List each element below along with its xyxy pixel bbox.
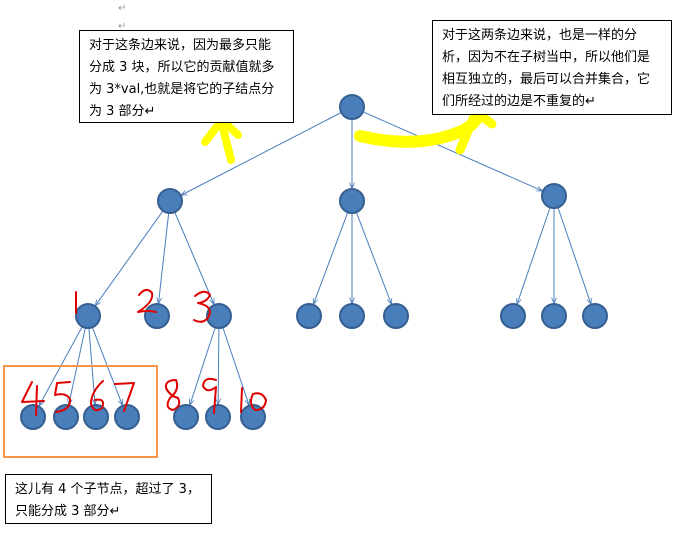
- tree-edge: [355, 212, 391, 304]
- tree-node-a: [157, 188, 183, 214]
- handwritten-number-6: [90, 380, 105, 412]
- handwritten-number-8: [164, 379, 181, 411]
- edge-layer: [39, 111, 591, 406]
- highlight-arrow-right: [455, 107, 497, 155]
- node-layer: [20, 94, 608, 430]
- handwritten-number-4: [21, 381, 45, 416]
- yellow-highlight-marks: [201, 102, 497, 164]
- tree-node-b2: [339, 303, 365, 329]
- tree-edge: [159, 212, 170, 303]
- handwritten-number-3: [193, 290, 211, 323]
- tree-edge: [222, 327, 249, 404]
- tree-edge: [190, 327, 216, 404]
- handwritten-number-9: [202, 377, 217, 414]
- tree-node-root: [339, 94, 365, 120]
- tree-node-a1: [75, 303, 101, 329]
- tree-node-b: [339, 188, 365, 214]
- note-bottom-left: 这儿有 4 个子节点，超过了 3， 只能分成 3 部分↵: [5, 474, 212, 524]
- tree-edge: [557, 207, 591, 303]
- tree-edge: [517, 207, 551, 303]
- handwritten-number-5: [54, 381, 72, 413]
- tree-node-a3: [206, 303, 232, 329]
- tree-node-c2: [541, 303, 567, 329]
- tree-node-h3: [240, 404, 266, 430]
- note-top-right: 对于这两条边来说，也是一样的分 析，因为不在子树当中，所以他们是 相互独立的，最…: [432, 20, 672, 115]
- tree-node-h2: [205, 404, 231, 430]
- tree-node-h1: [173, 404, 199, 430]
- tree-edge: [174, 211, 214, 304]
- tree-node-c3: [582, 303, 608, 329]
- tree-node-g1: [20, 404, 46, 430]
- handwritten-numbers: [21, 289, 267, 416]
- tree-node-c: [541, 183, 567, 209]
- tree-node-g3: [83, 404, 109, 430]
- tree-edge: [362, 111, 542, 191]
- handwritten-number-2: [137, 289, 157, 313]
- children-highlight-box: [3, 365, 158, 458]
- tree-edge: [182, 112, 342, 196]
- tree-edge: [218, 327, 219, 404]
- pilcrow-mark: ↵: [118, 21, 127, 32]
- tree-node-g4: [114, 404, 140, 430]
- tree-node-b3: [383, 303, 409, 329]
- tree-node-a2: [144, 303, 170, 329]
- highlight-arrow-left: [201, 116, 242, 164]
- tree-edge: [96, 210, 164, 306]
- tree-edge: [314, 212, 349, 304]
- tree-node-b1: [296, 303, 322, 329]
- tree-node-c1: [500, 303, 526, 329]
- handwritten-number-10: [240, 387, 267, 413]
- pilcrow-mark: ↵: [118, 3, 127, 14]
- note-top-left: 对于这条边来说，因为最多只能 分成 3 块，所以它的贡献值就多 为 3*val,…: [79, 30, 294, 123]
- handwritten-number-7: [114, 382, 135, 412]
